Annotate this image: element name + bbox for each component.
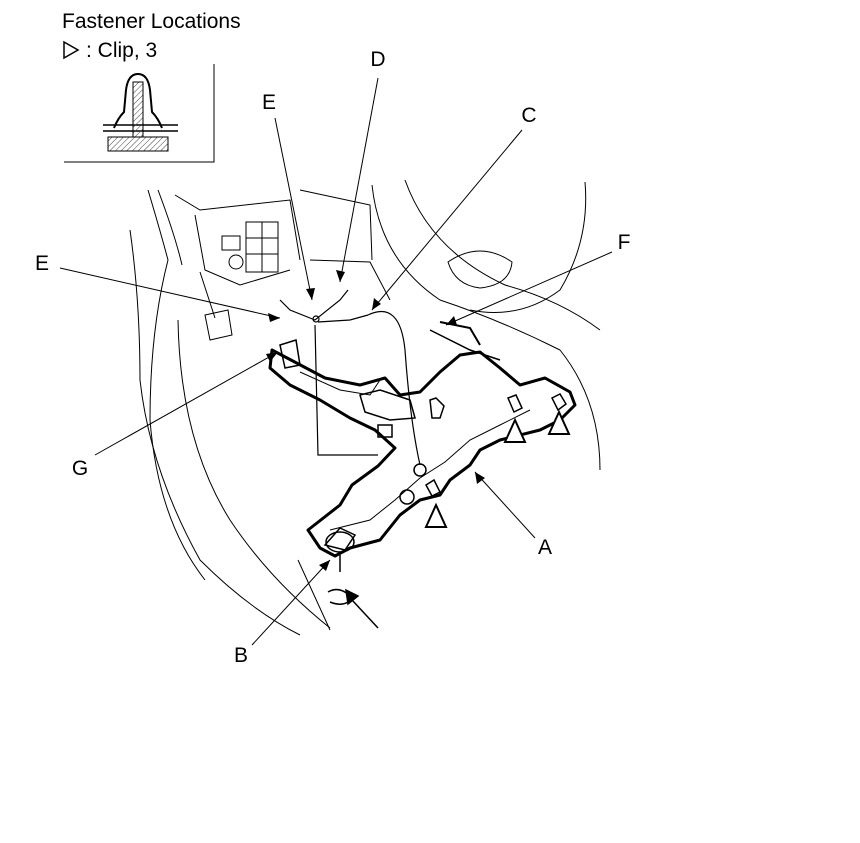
callout-f: F [617,231,631,254]
carpet-cover-part-a [268,321,577,558]
clip-triangle-icon [503,417,527,443]
legend-clip-label: : Clip, 3 [86,39,158,62]
callout-e-top: E [261,91,276,114]
callout-a: A [537,536,552,559]
legend-title: Fastener Locations [62,10,241,33]
callout-g: G [71,457,89,480]
callout-d: D [370,48,386,71]
leader-arrowheads [266,270,485,571]
leader-lines [59,77,613,646]
clip-detail-inset [64,64,215,163]
wire-harness [279,289,421,466]
callout-b: B [233,644,248,667]
callout-c: C [521,104,537,127]
callout-e-left: E [34,252,49,275]
legend-clip-line: : Clip, 3 [62,38,157,64]
clip-markers [424,409,571,528]
clip-triangle-icon [424,502,448,528]
clip-triangle-icon [547,409,571,435]
fastener-b [325,531,379,629]
clip-triangle-icon [63,40,80,60]
dashboard-outline [129,179,601,636]
